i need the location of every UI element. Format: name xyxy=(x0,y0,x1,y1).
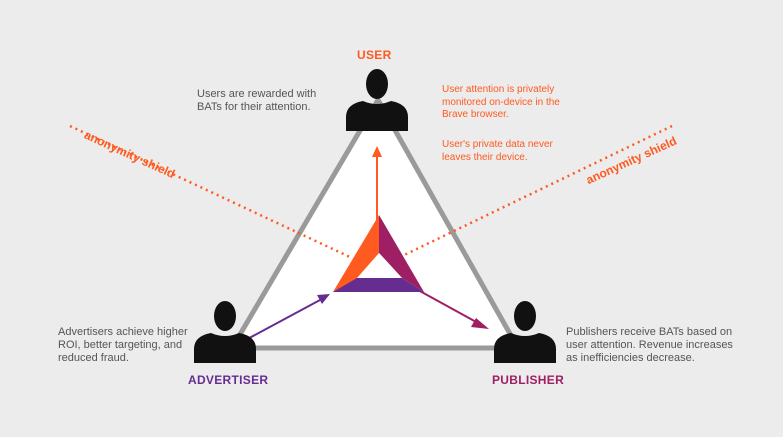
user-icon xyxy=(346,69,408,131)
anonymity-shield-line-right xyxy=(397,124,673,260)
arrow-to-publisher-head xyxy=(471,318,489,329)
text-line: User's private data never xyxy=(442,139,553,150)
anonymity-shield-label-right: anonymity shield xyxy=(584,134,679,187)
arrow-to-user-head xyxy=(372,146,382,157)
text-line: User attention is privately xyxy=(442,84,555,95)
text-line: Brave browser. xyxy=(442,109,509,120)
text-line: monitored on-device in the xyxy=(442,96,560,108)
text-line: Publishers receive BATs based on xyxy=(566,326,733,338)
arrow-from-advertiser xyxy=(239,299,321,344)
bat-logo-triangle-icon xyxy=(333,215,424,292)
anonymity-shield-line-left xyxy=(69,124,353,260)
text-line: leaves their device. xyxy=(442,151,528,163)
text-line: BATs for their attention. xyxy=(197,101,311,113)
text-line: reduced fraud. xyxy=(58,352,129,364)
advertiser-text: Advertisers achieve higher ROI, better t… xyxy=(58,326,188,365)
arrow-to-publisher xyxy=(417,289,479,324)
text-line: Users are rewarded with xyxy=(197,88,317,100)
publisher-role-label: PUBLISHER xyxy=(492,373,565,387)
arrow-from-advertiser-head xyxy=(317,294,330,304)
text-line: as inefficiencies decrease. xyxy=(566,352,695,364)
user-privacy-text: User attention is privately monitored on… xyxy=(442,84,560,122)
user-reward-text: Users are rewarded with BATs for their a… xyxy=(197,88,316,114)
advertiser-icon xyxy=(194,301,256,363)
anonymity-shield-label-left: anonymity shield xyxy=(82,128,177,181)
text-line: ROI, better targeting, and xyxy=(58,339,183,351)
publisher-text: Publishers receive BATs based on user at… xyxy=(566,326,733,365)
text-line: user attention. Revenue increases xyxy=(566,339,733,351)
user-data-text: User's private data never leaves their d… xyxy=(442,139,553,164)
publisher-icon xyxy=(494,301,556,363)
user-role-label: USER xyxy=(357,48,392,62)
advertiser-role-label: ADVERTISER xyxy=(188,373,269,387)
text-line: Advertisers achieve higher xyxy=(58,326,188,338)
